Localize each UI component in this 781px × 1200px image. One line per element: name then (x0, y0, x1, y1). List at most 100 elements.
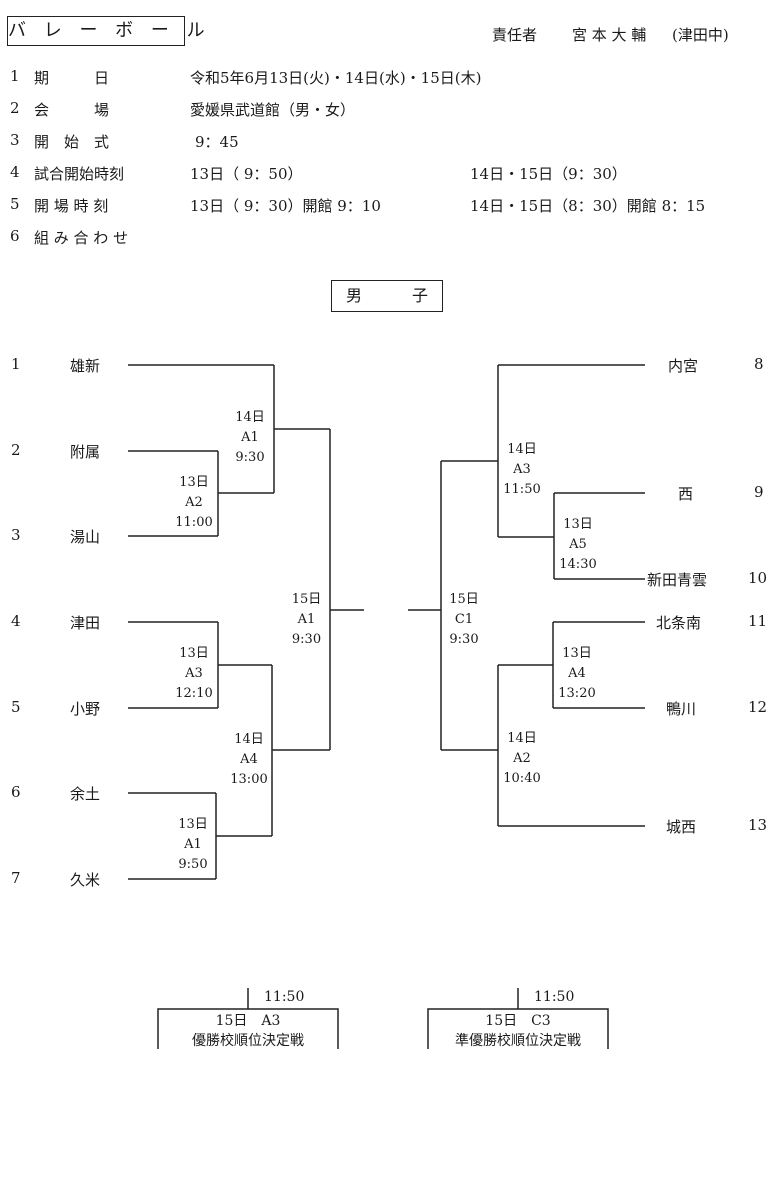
match-label: 13日 A5 14:30 (554, 515, 602, 575)
info-number: 6 (10, 227, 20, 245)
match-label: 13日 A3 12:10 (170, 644, 218, 704)
info-label-start-time: 試合開始時刻 (34, 165, 125, 183)
match-label: 14日 A2 10:40 (498, 729, 546, 789)
match-label: 15日 A1 9:30 (283, 590, 330, 650)
match-day: 13日 (178, 817, 208, 832)
match-court: A3 (513, 462, 531, 477)
info-label-venue: 会 場 (34, 101, 110, 119)
info-value-date: 令和5年6月13日(火)・14日(水)・15日(木) (190, 69, 482, 87)
match-time: 13:00 (230, 772, 268, 787)
final-label: 優勝校順位決定戦 (192, 1033, 304, 1049)
info-number: 1 (10, 67, 20, 85)
team-name: 津田 (70, 614, 101, 632)
team-name: 雄新 (70, 357, 101, 375)
team-number: 13 (748, 816, 768, 834)
match-court: A1 (297, 612, 316, 627)
gender-char: 子 (412, 286, 429, 305)
info-value-start-time-2: 14日・15日（9：30） (470, 165, 627, 183)
info-value-ceremony: 9：45 (195, 133, 239, 151)
team-number: 8 (754, 355, 764, 373)
team-number: 4 (11, 612, 21, 630)
info-value-opening-2: 14日・15日（8：30）開館 8：15 (470, 197, 706, 215)
team-name: 湯山 (70, 528, 101, 546)
match-time: 12:10 (175, 686, 213, 701)
info-value-start-time: 13日（ 9：50） (190, 165, 303, 183)
match-time: 14:30 (559, 557, 597, 572)
responsible-label: 責任者 (492, 26, 538, 44)
match-time: 11:00 (175, 515, 213, 530)
info-value-opening: 13日（ 9：30）開館 9：10 (190, 197, 381, 215)
final-match: 15日 A3 (215, 1013, 281, 1029)
match-label: 13日 A1 9:50 (170, 815, 216, 875)
match-label: 13日 A4 13:20 (553, 644, 601, 704)
match-day: 13日 (179, 646, 209, 661)
final-time: 11:50 (264, 989, 305, 1005)
final-label: 準優勝校順位決定戦 (455, 1033, 581, 1049)
team-name: 余土 (70, 785, 101, 803)
info-label-bracket: 組 み 合 わ せ (34, 229, 129, 247)
match-court: A2 (185, 495, 203, 510)
match-time: 10:40 (503, 771, 541, 786)
team-number: 11 (748, 612, 768, 630)
team-number: 5 (11, 698, 21, 716)
match-court: C1 (454, 612, 474, 627)
gender-label-box: 男 子 (331, 280, 443, 312)
match-day: 13日 (179, 475, 209, 490)
match-label: 14日 A1 9:30 (226, 408, 274, 468)
match-label: 14日 A3 11:50 (498, 440, 546, 500)
team-number: 2 (11, 441, 21, 459)
team-name: 北条南 (656, 614, 702, 632)
team-name: 久米 (70, 871, 101, 889)
responsible-school: (津田中) (672, 26, 729, 44)
team-name: 鴨川 (666, 700, 697, 718)
info-value-venue: 愛媛県武道館（男・女） (190, 101, 356, 119)
match-time: 9:30 (235, 450, 265, 465)
final-time: 11:50 (534, 989, 575, 1005)
match-court: A3 (185, 666, 203, 681)
match-day: 14日 (235, 410, 265, 425)
page-title: バ レ ー ボ ー ル (7, 16, 205, 46)
team-number: 3 (11, 526, 21, 544)
match-time: 9:50 (178, 857, 208, 872)
match-label: 13日 A2 11:00 (170, 473, 218, 533)
team-name: 西 (678, 485, 694, 503)
match-day: 13日 (562, 646, 592, 661)
team-name: 内宮 (668, 357, 699, 375)
info-number: 5 (10, 195, 20, 213)
info-label-ceremony: 開 始 式 (34, 133, 110, 151)
match-court: A4 (568, 666, 586, 681)
gender-char: 男 (346, 286, 363, 305)
team-number: 7 (11, 869, 21, 887)
match-court: A1 (241, 430, 259, 445)
team-name: 城西 (666, 818, 697, 836)
match-court: A2 (513, 751, 531, 766)
match-day: 15日 (291, 592, 322, 607)
final-match: 15日 C3 (485, 1013, 551, 1029)
team-number: 12 (748, 698, 768, 716)
match-court: A5 (569, 537, 587, 552)
match-day: 14日 (507, 731, 537, 746)
team-number: 9 (754, 483, 764, 501)
info-number: 3 (10, 131, 20, 149)
match-day: 15日 (449, 592, 479, 607)
match-time: 13:20 (558, 686, 596, 701)
match-label: 15日 C1 9:30 (441, 590, 487, 650)
info-number: 2 (10, 99, 20, 117)
team-number: 6 (11, 783, 21, 801)
match-time: 9:30 (449, 632, 479, 647)
info-label-opening: 開 場 時 刻 (34, 197, 109, 215)
team-number: 10 (748, 569, 768, 587)
info-number: 4 (10, 163, 20, 181)
team-name: 小野 (70, 700, 101, 718)
team-name: 附属 (70, 443, 101, 461)
team-name: 新田青雲 (647, 571, 708, 589)
responsible-name: 宮 本 大 輔 (572, 26, 647, 44)
match-court: A1 (184, 837, 202, 852)
team-number: 1 (11, 355, 21, 373)
match-court: A4 (240, 752, 258, 767)
match-label: 14日 A4 13:00 (226, 730, 272, 790)
match-day: 14日 (507, 442, 537, 457)
match-day: 14日 (234, 732, 264, 747)
match-time: 9:30 (291, 632, 322, 647)
